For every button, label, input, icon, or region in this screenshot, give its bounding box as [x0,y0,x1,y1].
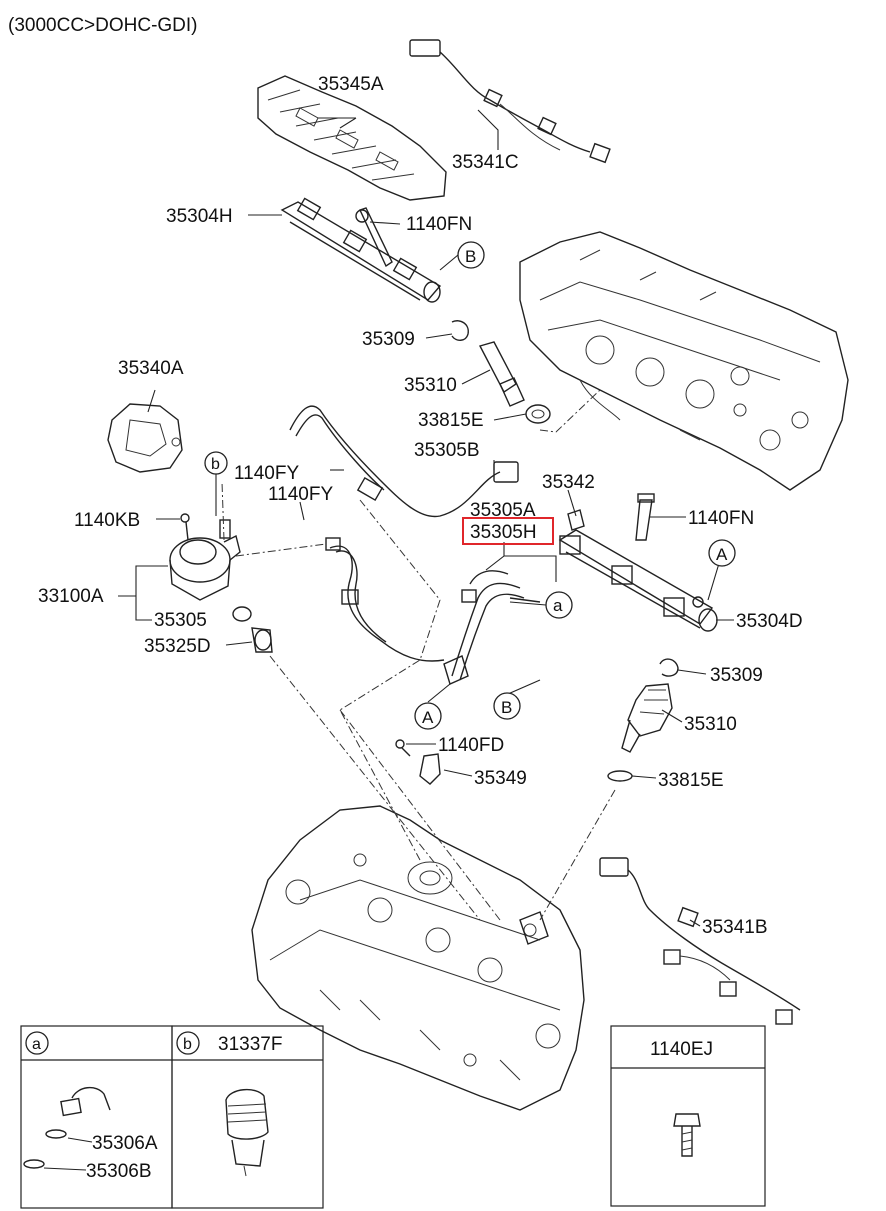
marker-B-top-circle [457,241,485,269]
assembly-lines [221,389,616,921]
label-35310-top: 35310 [404,375,457,396]
label-35304d: 35304D [736,611,803,632]
highlight-box-35305h [462,517,554,545]
label-1140kb: 1140KB [74,510,140,531]
marker-a-mid: a [553,596,563,615]
marker-A-bottom: A [422,708,434,727]
legend-a-item-2: 35306B [86,1161,152,1182]
marker-B-bottom: B [501,698,512,717]
cylinder-head-bottom-drawing [251,805,585,1111]
part-labels: 35345A 35341C 35304H 1140FN 35309 35340A… [38,74,803,938]
label-1140fn-top: 1140FN [406,214,472,235]
marker-b-small-circle [204,451,228,475]
label-35309-mid: 35309 [710,665,763,686]
label-35342: 35342 [542,472,595,493]
bracket-35349-drawing [395,739,441,785]
label-35345a: 35345A [318,74,384,95]
label-1140fy-b: 1140FY [268,484,333,505]
label-35305b: 35305B [414,440,480,461]
label-1140fd: 1140FD [438,735,504,756]
legend-b-key: b [183,1036,192,1053]
engine-cover-drawing [257,75,447,201]
label-35309-top: 35309 [362,329,415,350]
label-35305a: 35305A [470,500,536,521]
fuel-pump-drawing [169,513,273,653]
fuel-line-35305h-drawing [451,570,541,681]
label-35310-mid: 35310 [684,714,737,735]
label-33815e-top: 33815E [418,410,484,431]
cylinder-head-top-drawing [519,231,849,491]
label-1140fn-mid: 1140FN [688,508,754,529]
injector-mid-drawing [607,658,679,782]
fuel-lines-drawing [289,405,519,685]
marker-b-small: b [211,456,220,473]
label-35340a: 35340A [118,358,184,379]
pump-cover-drawing [107,403,183,473]
label-35341c: 35341C [452,152,519,173]
legend-a-key: a [32,1036,41,1053]
label-35305: 35305 [154,610,207,631]
marker-a-mid-circle [545,591,573,619]
marker-A-right-circle [708,539,736,567]
marker-A-right: A [716,545,728,564]
marker-B-bottom-circle [493,692,521,720]
label-33100a: 33100A [38,586,104,607]
fuel-rail-top-drawing [280,197,442,303]
label-35304h: 35304H [166,206,233,227]
label-1140fy-a: 1140FY [234,463,299,484]
leader-lines [118,109,734,927]
wiring-harness-top-drawing [409,39,611,164]
label-35341b: 35341B [702,917,768,938]
reference-markers: b B A a A B [204,241,736,730]
label-35349: 35349 [474,768,527,789]
legend-b-part: 31337F [218,1034,282,1055]
fuel-rail-right-drawing [558,493,718,632]
legend-c-part: 1140EJ [650,1039,713,1060]
legend-a-item-1: 35306A [92,1133,158,1154]
label-33815e-mid: 33815E [658,770,724,791]
top-rail-fittings-drawing [451,320,551,424]
legend-box-b: b 31337F [171,1025,324,1209]
wiring-harness-bottom-drawing [599,857,801,1025]
label-35305h: 35305H [470,522,537,543]
marker-A-bottom-circle [414,702,442,730]
marker-B-top: B [465,247,476,266]
diagram-title: (3000CC>DOHC-GDI) [8,15,198,36]
legend-box-a: a 35306A 35306B [20,1025,173,1209]
legend-box-c: 1140EJ [610,1025,766,1207]
label-35325d: 35325D [144,636,211,657]
